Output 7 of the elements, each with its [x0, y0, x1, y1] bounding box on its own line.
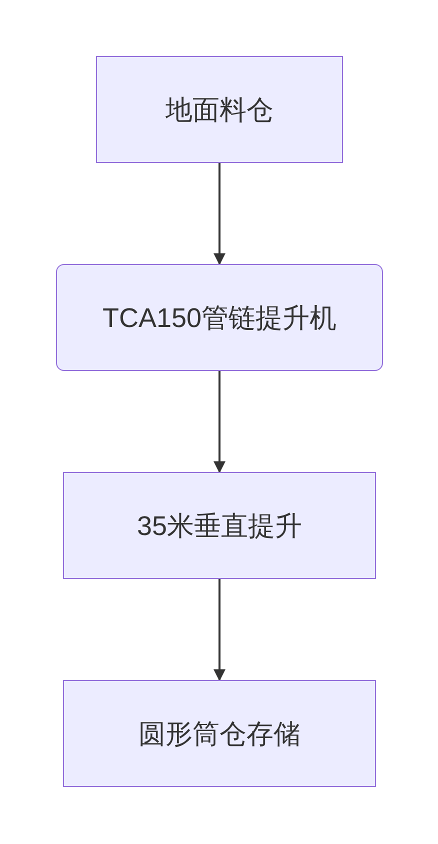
arrow [214, 371, 226, 474]
arrow [214, 163, 226, 266]
arrow [214, 579, 226, 682]
process-box: 圆形筒仓存储 [63, 680, 376, 787]
process-box: 35米垂直提升 [63, 472, 376, 579]
process-box: 地面料仓 [96, 56, 343, 163]
process-box: TCA150管链提升机 [56, 264, 383, 371]
